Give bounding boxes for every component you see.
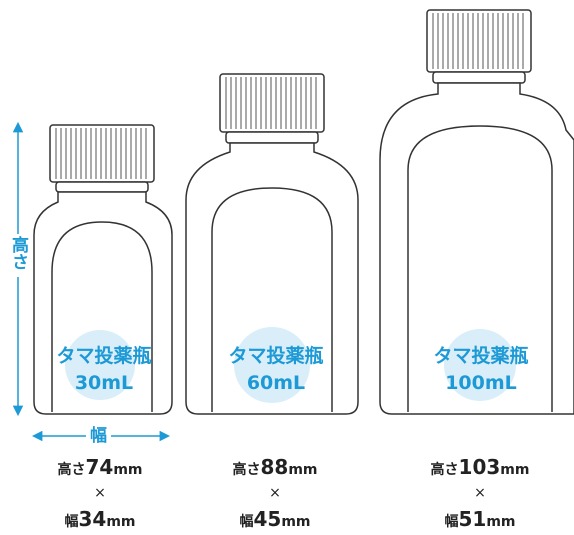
width-dimension-label: 幅 [86, 425, 111, 447]
height-value: 103 [458, 455, 501, 479]
bottle-60ml [185, 73, 359, 415]
bottle-60ml-neck [225, 131, 319, 144]
width-value: 34 [78, 507, 107, 531]
width-unit: mm [486, 514, 516, 530]
height-label: 高さ [430, 462, 459, 478]
bottle-100ml-body [379, 82, 574, 415]
bottle-30ml-name: タマ投薬瓶 [56, 344, 151, 367]
width-label: 幅 [64, 514, 79, 530]
times-sign: × [474, 485, 486, 501]
height-unit: mm [500, 462, 530, 478]
height-label: 高さ [232, 462, 261, 478]
times-sign: × [269, 485, 281, 501]
bottle-30ml-cap-ridges [55, 128, 147, 179]
bottle-100ml-specs: 高さ103mm × 幅51mm [405, 454, 555, 532]
bottle-100ml-cap-ridges [432, 13, 524, 69]
height-label: 高さ [57, 462, 86, 478]
bottle-30ml-neck [55, 181, 149, 193]
height-unit: mm [113, 462, 143, 478]
width-label: 幅 [444, 514, 459, 530]
width-value: 51 [458, 507, 487, 531]
bottle-60ml-volume: 60mL [247, 372, 305, 394]
bottle-100ml-volume: 100mL [445, 372, 517, 394]
bottle-100ml-neck [432, 71, 526, 84]
bottle-60ml-cap-ridges [225, 77, 317, 129]
bottle-30ml-badge [65, 330, 135, 400]
bottle-30ml-specs: 高さ74mm × 幅34mm [30, 454, 170, 532]
bottle-60ml-label-area [211, 187, 333, 412]
times-sign: × [94, 485, 106, 501]
bottle-100ml-name: タマ投薬瓶 [433, 344, 528, 367]
bottle-60ml-badge [234, 327, 310, 403]
bottle-30ml-volume: 30mL [75, 372, 133, 394]
bottle-30ml-label-area [51, 221, 153, 412]
bottle-100ml-badge [444, 329, 516, 401]
width-unit: mm [281, 514, 311, 530]
bottle-60ml-specs: 高さ88mm × 幅45mm [200, 454, 350, 532]
bottle-60ml-name: タマ投薬瓶 [228, 344, 323, 367]
width-label: 幅 [239, 514, 254, 530]
width-value: 45 [253, 507, 282, 531]
height-unit: mm [288, 462, 318, 478]
bottle-100ml [379, 9, 574, 415]
bottle-100ml-label-area [407, 125, 553, 412]
width-unit: mm [106, 514, 136, 530]
height-value: 74 [85, 455, 114, 479]
height-dimension-label: 高さ [8, 234, 28, 277]
bottle-60ml-body [185, 142, 359, 415]
height-value: 88 [260, 455, 289, 479]
